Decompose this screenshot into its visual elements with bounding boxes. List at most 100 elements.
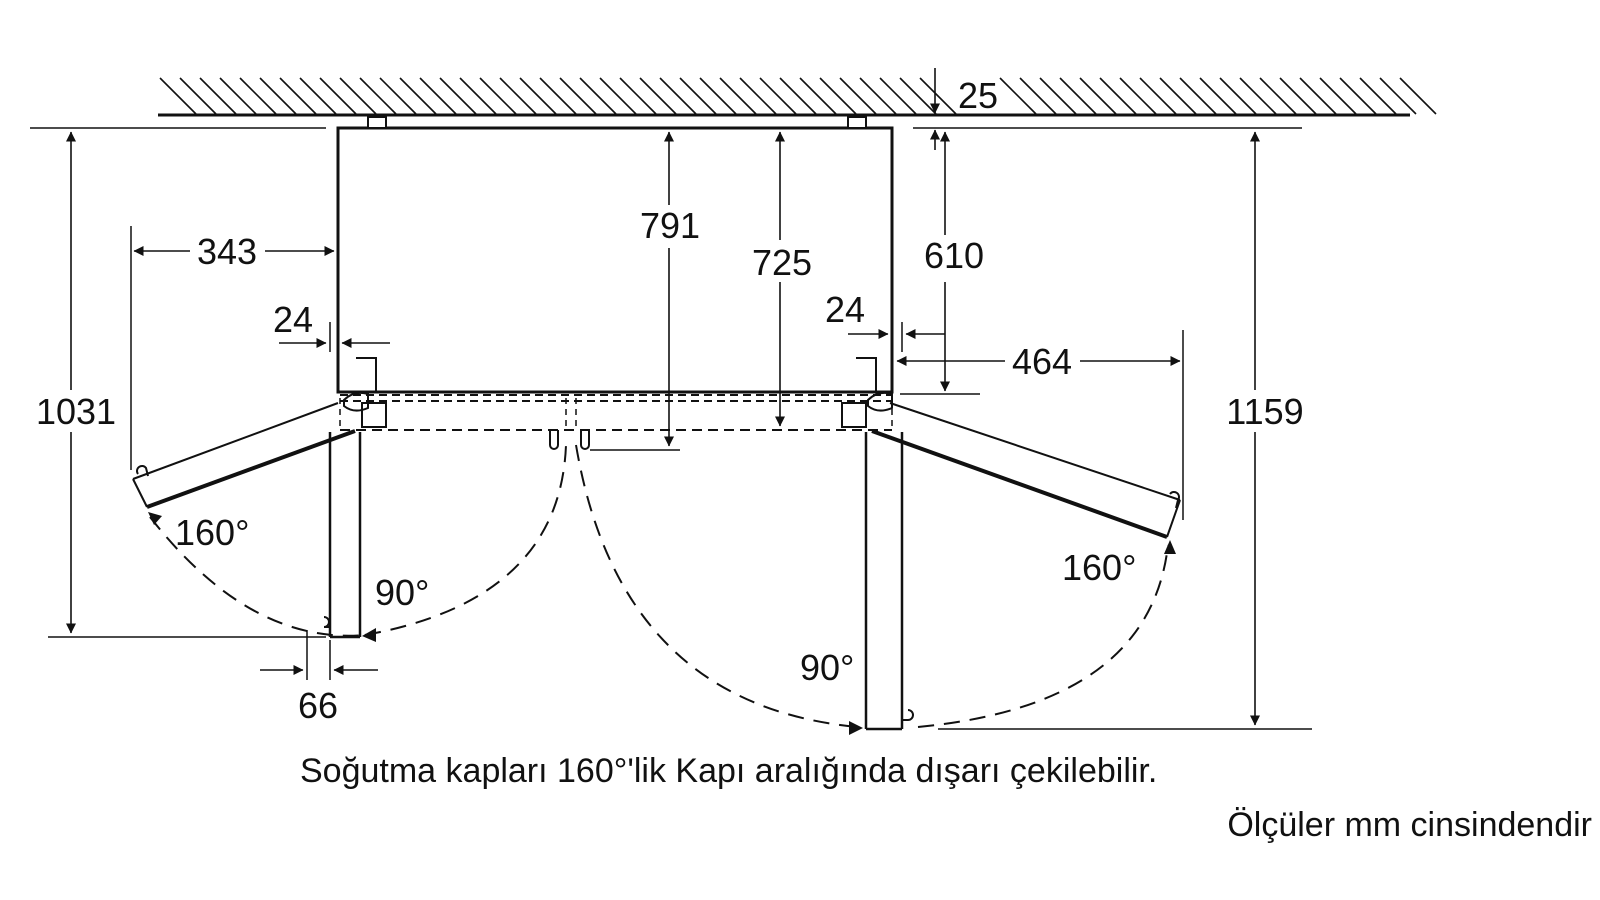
hatch-line xyxy=(1100,78,1136,114)
hatch-line xyxy=(1160,78,1196,114)
hatch-line xyxy=(240,78,276,114)
hatch-line xyxy=(600,78,636,114)
hatch-line xyxy=(580,78,616,114)
hatch-line xyxy=(480,78,516,114)
hatch-line xyxy=(1060,78,1096,114)
left-door-90 xyxy=(324,432,360,637)
hatch-line xyxy=(1020,78,1056,114)
hatch-line xyxy=(820,78,856,114)
wall-gap-label: 25 xyxy=(958,75,998,116)
left-arc-160 xyxy=(150,517,365,636)
left-door-160 xyxy=(133,403,355,507)
hatch-line xyxy=(1360,78,1396,114)
hatch-line xyxy=(300,78,336,114)
hatch-line xyxy=(1340,78,1376,114)
right-90-angle-label: 90° xyxy=(800,647,854,688)
hatch-line xyxy=(520,78,556,114)
wall-gap-dimension: 25 xyxy=(930,68,998,150)
hatch-line xyxy=(460,78,496,114)
left-swing-label: 343 xyxy=(197,231,257,272)
hatch-line xyxy=(1120,78,1156,114)
hatch-line xyxy=(1320,78,1356,114)
left-hinge-offset-label: 24 xyxy=(273,299,313,340)
hatch-line xyxy=(360,78,396,114)
right-arc-160 xyxy=(918,545,1168,727)
right-arc-90 xyxy=(576,445,858,727)
hatch-line xyxy=(740,78,776,114)
hatch-line xyxy=(680,78,716,114)
hatch-line xyxy=(1200,78,1236,114)
hatch-line xyxy=(1040,78,1076,114)
hatch-line xyxy=(1240,78,1276,114)
hatch-line xyxy=(880,78,916,114)
door-swing-arcs xyxy=(150,445,1168,727)
hatch-line xyxy=(1220,78,1256,114)
hatch-line xyxy=(620,78,656,114)
right-spacer xyxy=(848,117,866,128)
right-hinge-offset-dimension: 24 xyxy=(825,289,945,352)
center-depth-dimension: 791 xyxy=(640,131,700,447)
hatch-line xyxy=(800,78,836,114)
left-handle-closed xyxy=(550,430,558,449)
right-total-dimension: 1159 xyxy=(938,131,1312,729)
hatch-line xyxy=(340,78,376,114)
left-arc-90 xyxy=(365,445,566,635)
right-hinge xyxy=(842,358,892,427)
hatch-line xyxy=(560,78,596,114)
hatch-line xyxy=(1380,78,1416,114)
hatch-line xyxy=(920,78,956,114)
right-160-angle-label: 160° xyxy=(1062,547,1136,588)
left-hinge-offset-dimension: 24 xyxy=(273,299,390,352)
hatch-line xyxy=(1000,78,1036,114)
hatch-line xyxy=(500,78,536,114)
side-depth-label: 610 xyxy=(924,235,984,276)
hatch-line xyxy=(400,78,436,114)
wall-hatching xyxy=(160,78,1436,114)
swing-arc-arrowheads xyxy=(148,512,1176,735)
right-door-160 xyxy=(872,403,1180,537)
inner-depth-label: 725 xyxy=(752,242,812,283)
hatch-line xyxy=(200,78,236,114)
left-bottom-offset-label: 66 xyxy=(298,685,338,726)
left-spacer xyxy=(368,117,386,128)
center-depth-label: 791 xyxy=(640,205,700,246)
hatch-line xyxy=(160,78,196,114)
right-swing-label: 464 xyxy=(1012,341,1072,382)
hatch-line xyxy=(1080,78,1116,114)
wall xyxy=(158,78,1436,115)
hatch-line xyxy=(280,78,316,114)
hatch-line xyxy=(700,78,736,114)
left-swing-dimension: 343 xyxy=(131,226,335,470)
left-total-label: 1031 xyxy=(36,391,116,432)
hatch-line xyxy=(840,78,876,114)
hatch-line xyxy=(640,78,676,114)
hatch-line xyxy=(660,78,696,114)
hatch-line xyxy=(420,78,456,114)
side-depth-dimension: 610 xyxy=(900,128,1302,394)
right-hinge-offset-label: 24 xyxy=(825,289,865,330)
hatch-line xyxy=(220,78,256,114)
hatch-line xyxy=(780,78,816,114)
hatch-line xyxy=(1140,78,1176,114)
hatch-line xyxy=(180,78,216,114)
hatch-line xyxy=(1280,78,1316,114)
hatch-line xyxy=(260,78,296,114)
right-swing-dimension: 464 xyxy=(896,330,1183,520)
inner-depth-dimension: 725 xyxy=(752,131,812,427)
hatch-line xyxy=(540,78,576,114)
note-caption: Soğutma kapları 160°'lik Kapı aralığında… xyxy=(300,752,1158,790)
left-hinge xyxy=(344,358,386,427)
hatch-line xyxy=(1300,78,1336,114)
right-total-label: 1159 xyxy=(1226,391,1303,432)
hatch-line xyxy=(760,78,796,114)
hatch-line xyxy=(440,78,476,114)
left-90-angle-label: 90° xyxy=(375,572,429,613)
hatch-line xyxy=(380,78,416,114)
hatch-line xyxy=(320,78,356,114)
left-bottom-offset-dimension: 66 xyxy=(260,630,378,726)
hatch-line xyxy=(1180,78,1216,114)
left-160-angle-label: 160° xyxy=(175,512,249,553)
right-handle-closed xyxy=(581,430,589,449)
units-caption: Ölçüler mm cinsindendir xyxy=(1227,806,1592,844)
